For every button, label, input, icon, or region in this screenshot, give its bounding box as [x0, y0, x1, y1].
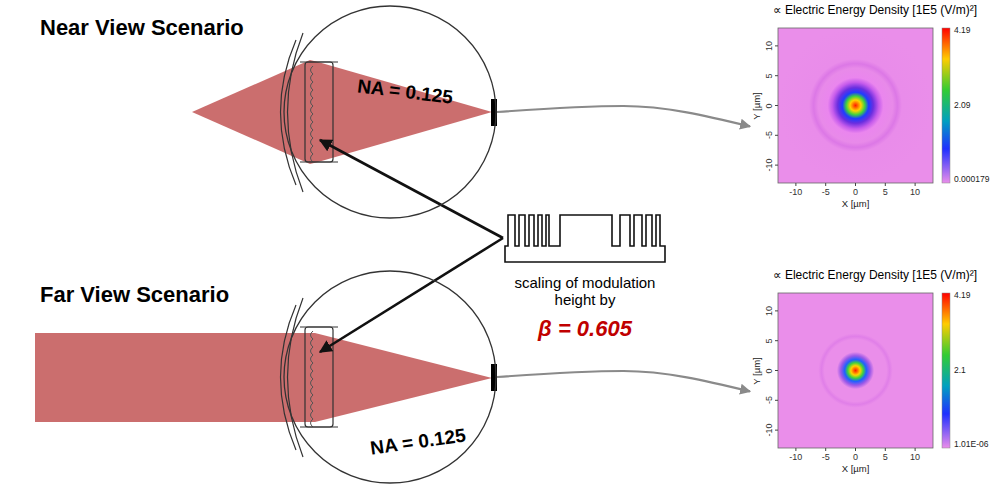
- cornea: [281, 305, 297, 450]
- tick-mark: [915, 183, 916, 186]
- scaling-factor: β = 0.605: [538, 316, 632, 341]
- y-tick-label: -10: [764, 159, 774, 172]
- leader-arrow: [320, 238, 503, 352]
- heatmap: [778, 293, 933, 448]
- field-plot: [775, 28, 950, 186]
- y-tick-label: 10: [764, 41, 774, 51]
- eyeball-outline: [284, 271, 496, 483]
- tick-mark: [855, 448, 856, 451]
- eye-optics: [281, 33, 498, 192]
- y-tick-label: 5: [764, 338, 774, 343]
- x-tick-label: -5: [822, 187, 830, 197]
- tick-mark: [775, 310, 778, 311]
- x-tick-label: 0: [853, 187, 858, 197]
- tick-mark: [775, 340, 778, 341]
- x-tick-label: -10: [789, 187, 802, 197]
- eye-outline-layer: [283, 5, 497, 219]
- tick-mark: [795, 448, 796, 451]
- eye-far: Far View ScenarioNA = 0.125: [283, 270, 497, 484]
- tick-mark: [775, 135, 778, 136]
- tick-mark: [775, 400, 778, 401]
- diffractive-surface: [311, 331, 314, 427]
- tick-mark: [885, 183, 886, 186]
- tick-mark: [825, 448, 826, 451]
- field-plot: [775, 293, 950, 451]
- y-tick-label: 5: [764, 73, 774, 78]
- tick-mark: [775, 370, 778, 371]
- colorbar-label: 1.01E-06: [954, 440, 989, 450]
- y-tick-label: 0: [764, 103, 774, 108]
- colorbar: [942, 28, 950, 183]
- lens-haptic: [300, 327, 338, 328]
- colorbar-label: 0.000179: [954, 175, 989, 185]
- colorbar: [942, 293, 950, 448]
- y-tick-label: 0: [764, 368, 774, 373]
- numerical-aperture: NA = 0.125: [369, 425, 467, 460]
- plot-title: ∝ Electric Energy Density [1E5 (V/m)²]: [773, 269, 977, 283]
- diffractive-surface: [311, 66, 314, 162]
- tick-mark: [855, 183, 856, 186]
- plot-title: ∝ Electric Energy Density [1E5 (V/m)²]: [773, 4, 977, 18]
- scenario-heading: Near View Scenario: [40, 15, 244, 40]
- tick-mark: [825, 183, 826, 186]
- x-tick-label: 10: [910, 187, 920, 197]
- x-tick-label: 5: [883, 452, 888, 462]
- colorbar-label: 4.19: [954, 291, 971, 301]
- y-tick-label: -5: [764, 131, 774, 139]
- x-tick-label: -5: [822, 452, 830, 462]
- x-tick-label: 0: [853, 452, 858, 462]
- view-connector: [497, 106, 750, 126]
- view-connector: [497, 371, 750, 391]
- tick-mark: [885, 448, 886, 451]
- axis-label: Y [µm]: [752, 92, 763, 119]
- heatmap: [778, 28, 933, 183]
- tick-mark: [775, 45, 778, 46]
- intraocular-lens: [305, 327, 333, 427]
- axis-label: X [µm]: [842, 464, 870, 475]
- axis-label: X [µm]: [842, 199, 870, 210]
- tick-mark: [795, 183, 796, 186]
- lens-haptic: [300, 427, 338, 428]
- light-beam: [35, 333, 492, 422]
- colorbar-label: 2.1: [954, 366, 966, 376]
- y-tick-label: -5: [764, 396, 774, 404]
- lens-haptic: [300, 62, 338, 63]
- lens-haptic: [300, 162, 338, 163]
- x-tick-label: 5: [883, 187, 888, 197]
- x-tick-label: -10: [789, 452, 802, 462]
- y-tick-label: 10: [764, 306, 774, 316]
- annotation-text: scaling of modulation height by: [500, 274, 670, 309]
- light-cone: [192, 60, 492, 164]
- grating-profile: [505, 215, 665, 262]
- scenario-heading: Far View Scenario: [40, 282, 229, 307]
- eye-near: Near View ScenarioNA = 0.125: [283, 5, 497, 219]
- intraocular-lens: [305, 62, 333, 162]
- leader-arrow: [320, 140, 503, 238]
- x-tick-label: 10: [910, 452, 920, 462]
- y-tick-label: -10: [764, 424, 774, 437]
- tick-mark: [775, 75, 778, 76]
- colorbar-label: 2.09: [954, 101, 971, 111]
- colorbar-label: 4.19: [954, 26, 971, 36]
- tick-mark: [775, 105, 778, 106]
- axis-label: Y [µm]: [752, 357, 763, 384]
- tick-mark: [775, 165, 778, 166]
- numerical-aperture: NA = 0.125: [356, 75, 454, 108]
- cornea: [281, 40, 297, 185]
- tick-mark: [915, 448, 916, 451]
- eyeball-outline: [284, 6, 496, 218]
- tick-mark: [775, 430, 778, 431]
